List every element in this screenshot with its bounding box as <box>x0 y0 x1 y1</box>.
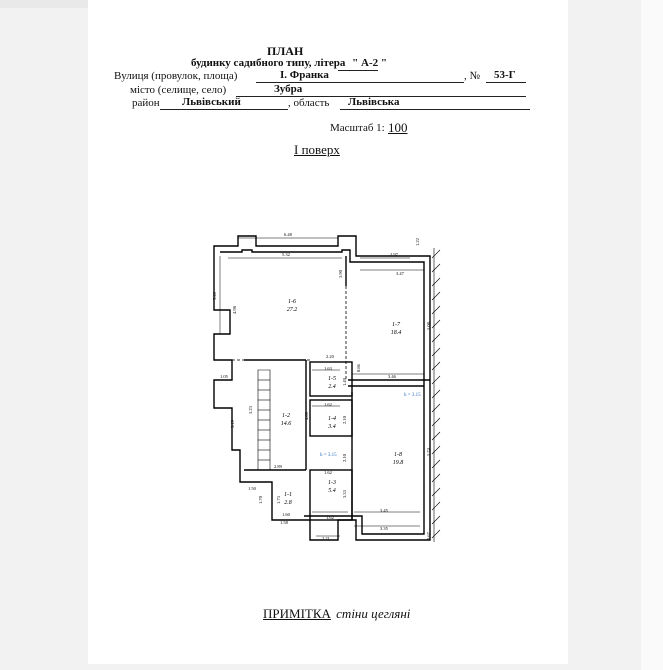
region-label: , область <box>288 97 330 109</box>
room-id-1-1: 1-1 <box>284 492 292 498</box>
dim-label: 1.62 <box>326 515 334 520</box>
note-label: ПРИМІТКА <box>263 606 331 621</box>
dim-label: 5.08 <box>426 321 431 330</box>
dim-label: 1.05 <box>220 374 229 379</box>
dim-label: 5.74 <box>426 447 431 456</box>
dim-label: 2.20 <box>326 354 335 359</box>
floor-plan: h = 3.15 h = 3.15 1-6 27.2 1-7 18.4 1-5 … <box>212 232 441 542</box>
plan-title: ПЛАН <box>267 44 304 58</box>
dim-label: 2.89 <box>274 464 283 469</box>
dim-label: 2.10 <box>342 453 347 462</box>
floor-title: І поверх <box>294 142 340 157</box>
dim-label: 2.10 <box>342 415 347 424</box>
dim-label: 0.67 <box>426 531 431 540</box>
dim-label: 5.46 <box>212 291 217 300</box>
number-value: 53-Г <box>494 69 516 81</box>
dim-label: 3.46 <box>388 374 397 379</box>
town-line <box>236 96 526 97</box>
street-value: І. Франка <box>280 69 329 81</box>
document-page: ПЛАН будинку садибного типу, літера " А-… <box>88 0 568 664</box>
room-id-1-6: 1-6 <box>288 299 296 305</box>
region-value: Львівська <box>348 96 400 108</box>
dim-label: 5.32 <box>282 252 290 257</box>
room-id-1-8: 1-8 <box>394 452 402 458</box>
district-line <box>160 109 288 110</box>
building-letter: " А-2 " <box>352 57 387 69</box>
region-line <box>340 109 530 110</box>
room-id-1-7: 1-7 <box>392 322 401 328</box>
dim-label: 4.06 <box>304 411 309 420</box>
dim-label: 3.23 <box>248 405 253 414</box>
subtitle-prefix: будинку садибного типу, літера <box>191 57 346 69</box>
street-line <box>256 82 464 83</box>
dim-label: 3.90 <box>338 269 343 278</box>
dim-label: 3.35 <box>380 526 389 531</box>
room-area-1-6: 27.2 <box>287 307 298 313</box>
district-label: район <box>132 97 160 109</box>
room-id-1-3: 1-3 <box>328 480 336 486</box>
dim-label: 1.63 <box>324 366 333 371</box>
dim-label: 0.86 <box>356 363 361 372</box>
dim-label: 2.97 <box>390 252 399 257</box>
dim-label: 2.21 <box>322 536 330 541</box>
scale-label: Масштаб 1: <box>330 122 385 134</box>
room-id-1-4: 1-4 <box>328 415 336 422</box>
dim-label: 1.62 <box>324 402 332 407</box>
room-area-1-8: 19.8 <box>393 460 404 466</box>
letter-underline <box>338 70 378 71</box>
number-label: , № <box>464 70 480 82</box>
district-value: Львівський <box>182 96 241 108</box>
dim-label: 1.62 <box>324 470 332 475</box>
street-label: Вулиця (провулок, площа) <box>114 70 238 82</box>
room-id-1-5: 1-5 <box>328 376 336 382</box>
town-label: місто (селище, село) <box>130 84 227 96</box>
dim-label: 1.60 <box>282 512 291 517</box>
number-line <box>486 82 526 83</box>
room-area-1-5: 2.4 <box>328 383 336 390</box>
room-area-1-7: 18.4 <box>391 329 402 336</box>
dim-label: 3.45 <box>380 508 389 513</box>
dim-label: 3.33 <box>342 489 347 498</box>
dim-label: 5.19 <box>230 419 235 428</box>
room-area-1-4: 3.4 <box>327 423 336 430</box>
level-mark-1: h = 3.15 <box>404 393 421 398</box>
dim-label: 1.50 <box>248 486 257 491</box>
dim-label: 1.73 <box>276 495 281 504</box>
room-id-1-2: 1-2 <box>282 413 290 419</box>
dim-label: 1.58 <box>280 520 289 525</box>
dim-label: 1.22 <box>415 238 420 246</box>
side-scroll-area <box>641 0 663 670</box>
level-mark-2: h = 3.15 <box>320 453 337 458</box>
room-area-1-3: 5.4 <box>328 487 336 494</box>
room-area-1-1: 2.8 <box>284 500 292 506</box>
dim-label: 1.49 <box>342 377 347 386</box>
dim-label: 4.98 <box>232 305 237 314</box>
dim-label: 3.47 <box>396 271 405 276</box>
note-text: стіни цегляні <box>336 606 411 621</box>
room-area-1-2: 14.6 <box>281 420 292 427</box>
scale-value: 100 <box>388 120 408 135</box>
plan-subtitle: будинку садибного типу, літера " А-2 " <box>191 57 387 69</box>
dim-label: 6.48 <box>284 232 293 237</box>
town-value: Зубра <box>274 83 303 95</box>
dim-label: 1.70 <box>258 495 263 504</box>
footer-note: ПРИМІТКА стіни цегляні <box>263 606 410 622</box>
